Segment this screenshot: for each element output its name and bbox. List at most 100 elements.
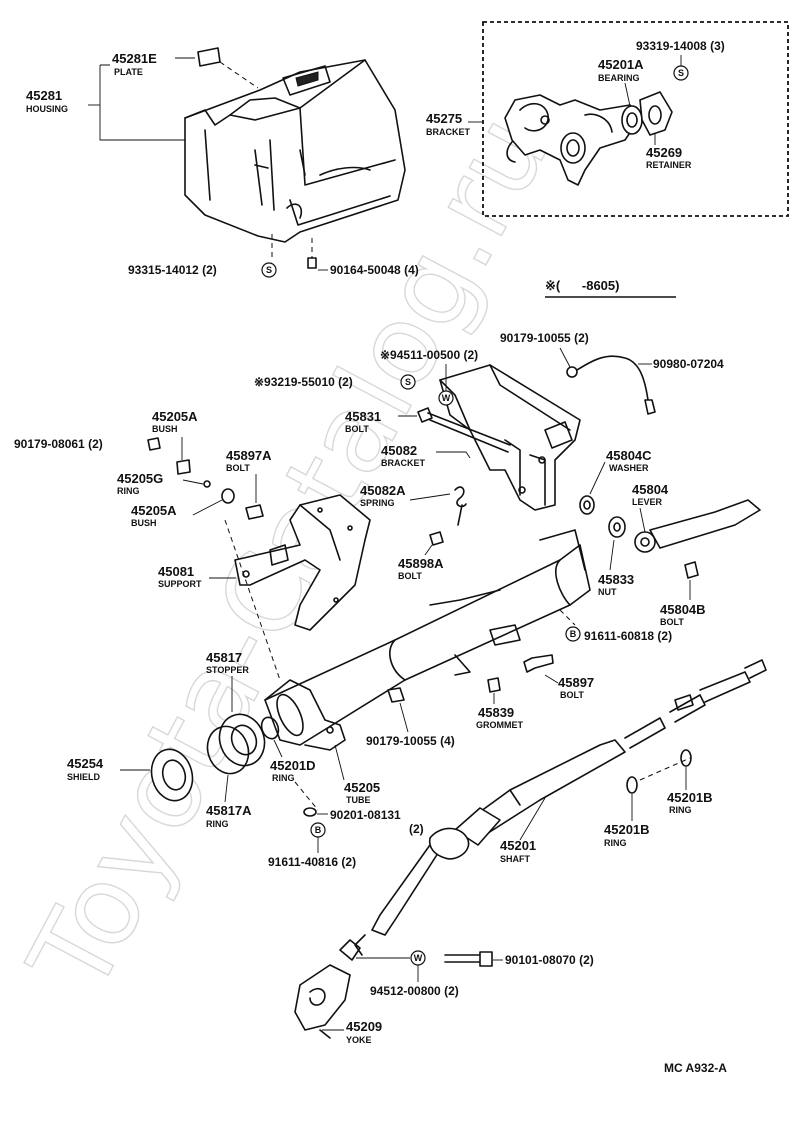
ring-45817A-part [206,725,250,775]
label-45205A-1: 45205A BUSH [152,409,198,434]
svg-text:93315-14012 (2): 93315-14012 (2) [128,263,217,277]
label-93319-14008: 93319-14008 (3) S [636,39,725,81]
svg-text:BEARING: BEARING [598,73,640,83]
svg-text:RING: RING [669,805,692,815]
ring-45205G-part [203,480,211,488]
svg-text:BRACKET: BRACKET [381,458,426,468]
svg-text:STOPPER: STOPPER [206,665,249,675]
plate-part [197,47,221,67]
svg-text:90164-50048 (4): 90164-50048 (4) [330,263,419,277]
label-45831: 45831 BOLT [345,409,381,434]
svg-text:90980-07204: 90980-07204 [653,357,724,371]
svg-text:45275: 45275 [426,111,462,126]
svg-text:45201A: 45201A [598,57,644,72]
label-45201B-left: 45201B RING [604,822,650,848]
label-45897: 45897 BOLT [558,675,594,700]
label-90179-10055-4: 90179-10055 (4) [366,734,455,748]
label-45839: 45839 GROMMET [476,705,523,730]
bracket-45275-part [504,94,641,186]
bush-45205A-upper [176,459,191,475]
svg-text:BUSH: BUSH [152,424,178,434]
label-45817: 45817 STOPPER [206,650,249,675]
bracket-45082-part [439,364,581,511]
label-45201D: 45201D RING [270,758,316,783]
svg-text:93319-14008 (3): 93319-14008 (3) [636,39,725,53]
label-45804C: 45804C WASHER [606,448,652,473]
svg-text:RING: RING [117,486,140,496]
nut-45833-part [608,516,626,538]
label-45817A: 45817A RING [206,803,252,829]
ring-45201D-part [260,716,280,740]
svg-text:45898A: 45898A [398,556,444,571]
svg-text:45205A: 45205A [152,409,198,424]
svg-text:BOLT: BOLT [398,571,422,581]
yoke-45209-part [294,939,361,1039]
svg-text:SHIELD: SHIELD [67,772,101,782]
svg-text:RETAINER: RETAINER [646,160,692,170]
label-45205: 45205 TUBE [344,780,380,805]
date-note: ※( -8605) [545,278,676,298]
svg-text:91611-40816 (2): 91611-40816 (2) [268,855,356,869]
ring-45201B-left-part [626,776,638,794]
label-93315-14012: 93315-14012 (2) S [128,262,277,278]
bearing-45201A-part [621,105,643,135]
label-90179-10055-2: 90179-10055 (2) [500,331,589,345]
svg-text:S: S [266,265,272,275]
bolt-45804B-part [684,561,699,579]
label-45201: 45201 SHAFT [500,838,536,864]
label-45201B-right: 45201B RING [667,790,713,815]
svg-text:45897: 45897 [558,675,594,690]
label-45281: 45281 HOUSING [26,88,68,114]
label-90980-07204: 90980-07204 [653,357,724,371]
tube-45205-part [264,529,591,751]
svg-text:94512-00800 (2): 94512-00800 (2) [370,984,459,998]
label-45205A-2: 45205A BUSH [131,503,177,528]
label-45205G: 45205G RING [117,471,163,496]
svg-text:45254: 45254 [67,756,104,771]
svg-text:SUPPORT: SUPPORT [158,579,202,589]
svg-text:NUT: NUT [598,587,617,597]
svg-text:45839: 45839 [478,705,514,720]
washer-45804C-part [579,495,595,515]
svg-text:WASHER: WASHER [609,463,649,473]
svg-text:45804C: 45804C [606,448,652,463]
svg-text:45804B: 45804B [660,602,706,617]
grommet-45839-part [487,677,501,693]
ring-45201B-right-part [680,749,692,767]
bolt-90101-08070-part [444,951,493,967]
label-91611-60818: B 91611-60818 (2) [565,626,672,643]
label-45833: 45833 NUT [598,572,634,597]
bush-45205A-lower [221,488,235,504]
label-45201A: 45201A BEARING [598,57,644,83]
svg-text:S: S [405,377,411,387]
svg-text:45269: 45269 [646,145,682,160]
label-45254: 45254 SHIELD [67,756,104,782]
svg-text:BOLT: BOLT [226,463,250,473]
nut-90179-10055-4-part [387,687,405,703]
lever-45804-part [634,499,761,553]
bolt-45897-part [523,654,554,673]
label-93219-55010: ※93219-55010 (2) S [254,374,416,390]
label-45804B: 45804B BOLT [660,602,706,627]
svg-text:※94511-00500 (2): ※94511-00500 (2) [380,348,478,362]
svg-text:90179-10055 (2): 90179-10055 (2) [500,331,589,345]
svg-text:45201B: 45201B [667,790,713,805]
diagram-code: MC A932-A [664,1061,727,1075]
shield-45254-part [150,748,194,802]
svg-text:PLATE: PLATE [114,67,143,77]
svg-text:45082A: 45082A [360,483,406,498]
svg-text:BOLT: BOLT [660,617,684,627]
label-90164-50048: 90164-50048 (4) [330,263,419,277]
svg-text:45209: 45209 [346,1019,382,1034]
svg-text:45201: 45201 [500,838,536,853]
svg-text:W: W [442,393,451,403]
svg-text:GROMMET: GROMMET [476,720,523,730]
label-45281E: 45281E PLATE [112,51,157,77]
svg-text:LEVER: LEVER [632,497,663,507]
svg-text:45081: 45081 [158,564,194,579]
retainer-45269-part [639,91,673,136]
svg-text:(2): (2) [409,822,424,836]
label-90179-08061: 90179-08061 (2) [14,437,103,451]
svg-text:45205G: 45205G [117,471,163,486]
